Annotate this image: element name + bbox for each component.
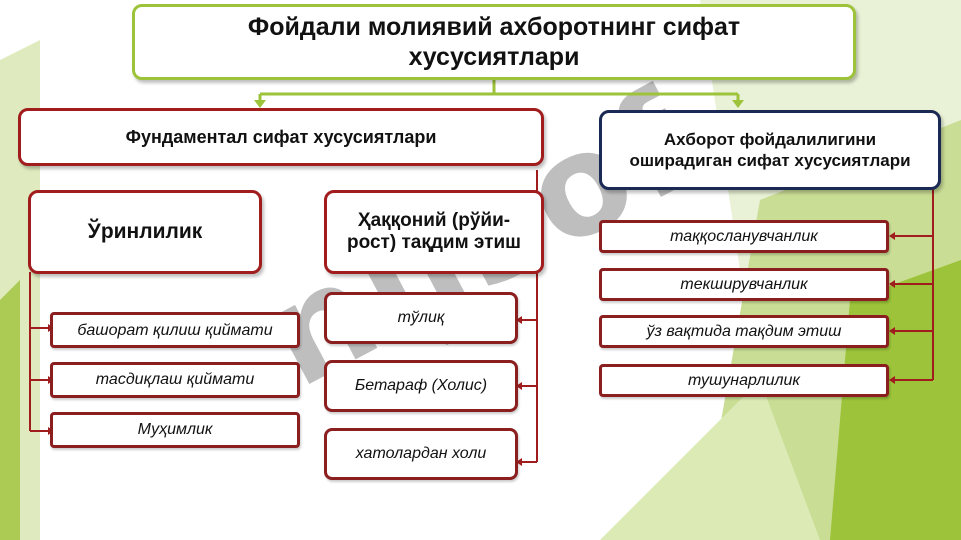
verifiability-item: текширувчанлик [599, 268, 889, 301]
understandability-item: тушунарлилик [599, 364, 889, 397]
fundamental-heading: Фундаментал сифат хусусиятлари [18, 108, 544, 166]
timeliness-item: ўз вақтида тақдим этиш [599, 315, 889, 348]
confirmatory-value-item: тасдиқлаш қиймати [50, 362, 300, 398]
free-from-error-item: хатолардан холи [324, 428, 518, 480]
neutral-item: Бетараф (Холис) [324, 360, 518, 412]
relevance-box: Ўринлилик [28, 190, 262, 274]
diagram-title: Фойдали молиявий ахборотнинг сифат хусус… [132, 4, 856, 80]
comparability-item: таққосланувчанлик [599, 220, 889, 253]
faithful-representation-box: Ҳаққоний (рўйи-рост) тақдим этиш [324, 190, 544, 274]
predictive-value-item: башорат қилиш қиймати [50, 312, 300, 348]
materiality-item: Муҳимлик [50, 412, 300, 448]
enhancing-heading: Ахборот фойдалилигини оширадиган сифат х… [599, 110, 941, 190]
complete-item: тўлиқ [324, 292, 518, 344]
